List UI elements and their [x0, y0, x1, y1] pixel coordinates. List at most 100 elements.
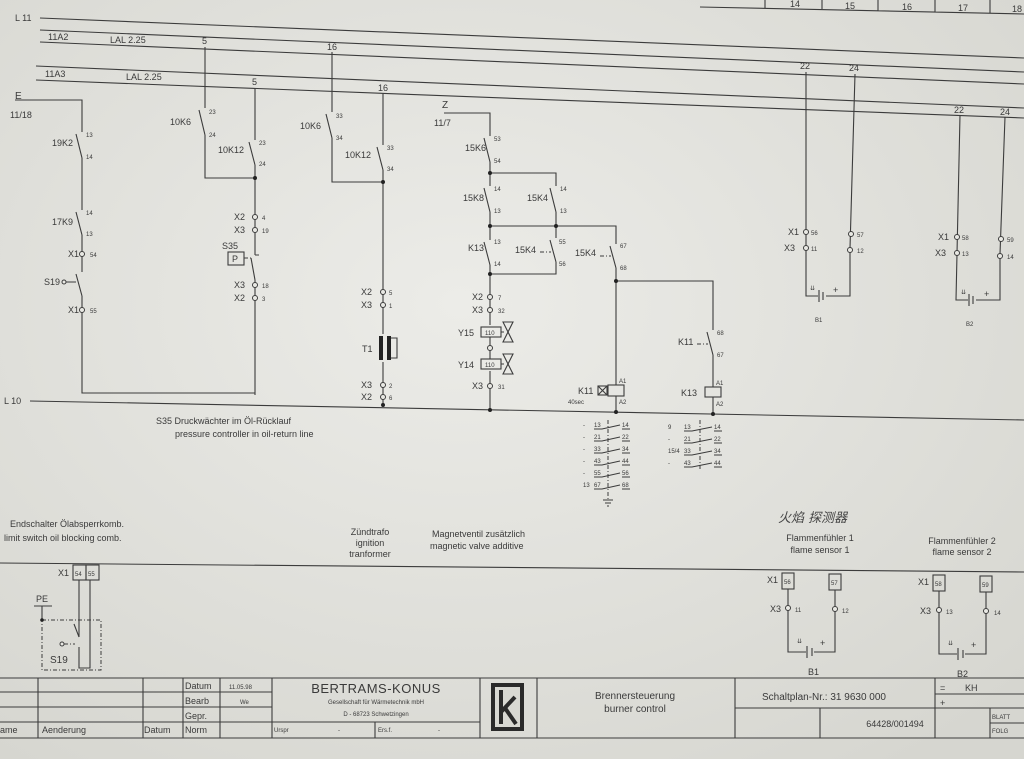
- contact-terminal-a: 21: [684, 437, 691, 443]
- terminal-label: 23: [259, 141, 266, 147]
- bus-tap-label: 24: [1000, 107, 1010, 117]
- terminal-strip-label: X2: [361, 287, 372, 297]
- transformer-t1-label: T1: [362, 344, 373, 354]
- company-logo: [491, 683, 524, 731]
- flame-sensor-2-detail: X1 58 59 X3 13 14 ⇊ + B2: [918, 574, 1001, 679]
- terminal-number: 1: [389, 304, 393, 310]
- terminal-number: 54: [90, 253, 97, 259]
- terminal-strip-label: X1: [918, 577, 929, 587]
- contact-symbol: [594, 484, 630, 490]
- urspr-label: Urspr: [274, 728, 289, 734]
- terminal-number: 3: [262, 297, 266, 303]
- datum-value: 11.05.98: [229, 685, 253, 691]
- light-arrows-icon: ⇊: [797, 638, 802, 645]
- gepr-label: Gepr.: [185, 711, 207, 721]
- company-address: D - 68723 Schwetzingen: [343, 712, 408, 718]
- terminal-number: 13: [962, 252, 969, 258]
- terminal-label: 55: [559, 240, 566, 246]
- terminal-number: 57: [831, 581, 838, 587]
- contact-ref: 15/4: [668, 449, 680, 455]
- terminal-label: 13: [560, 209, 567, 215]
- terminal-label: A2: [619, 400, 627, 406]
- terminal-number: 11: [795, 608, 802, 614]
- terminal-number: 5: [389, 291, 393, 297]
- terminal-number: 58: [962, 236, 969, 242]
- light-arrows-icon: ⇊: [810, 285, 815, 292]
- bus-tap-label: 5: [202, 36, 207, 46]
- relay-k13-coil-label: K13: [681, 388, 697, 398]
- terminal-number: 4: [262, 216, 266, 222]
- relay-k11-delay: 40sec: [568, 400, 584, 406]
- column-norm: Norm: [185, 725, 207, 735]
- circuit-5: 5 5 10K6 23 24 10K12 23 24 X2 4 X3 19 S3…: [170, 36, 269, 395]
- contact-ref: -: [583, 459, 585, 465]
- column-date: Datum: [144, 725, 171, 735]
- bus-tap-label: 22: [954, 105, 964, 115]
- following-sheet-label: FOLG: [992, 729, 1009, 735]
- terminal-strip-label: X3: [472, 381, 483, 391]
- contact-ref: -: [583, 447, 585, 453]
- plant-code: KH: [965, 683, 978, 693]
- column-18: 18: [1012, 4, 1022, 14]
- terminal-number: 32: [498, 309, 505, 315]
- contact-10k12-label: 10K12: [218, 145, 244, 155]
- note-s35-de: S35 Druckwächter im Öl-Rücklauf: [156, 416, 292, 426]
- terminal-number: 54: [75, 572, 82, 578]
- terminal-label: 68: [620, 266, 627, 272]
- contact-ref: -: [583, 471, 585, 477]
- sheet-label: BLATT: [992, 715, 1011, 721]
- terminal-strip-label: X3: [770, 604, 781, 614]
- contact-terminal-b: 34: [622, 447, 629, 453]
- contact-terminal-a: 21: [594, 435, 601, 441]
- terminal-strip-label: X3: [234, 280, 245, 290]
- terminal-label: A1: [716, 381, 724, 387]
- drawing-title-en: burner control: [604, 704, 666, 715]
- terminal-label: 68: [717, 331, 724, 337]
- contact-symbol: [684, 450, 722, 456]
- terminal-number: 7: [498, 296, 502, 302]
- terminal-number: 19: [262, 229, 269, 235]
- relay-k11-coil-label: K11: [578, 386, 593, 396]
- contact-terminal-b: 22: [622, 435, 629, 441]
- sheet-column-header: 14 15 16 17 18: [699, 0, 1024, 15]
- column-change: Aenderung: [42, 725, 86, 735]
- switch-s19-label: S19: [50, 655, 68, 666]
- note-ignition-de: Zündtrafo: [351, 527, 390, 537]
- section-divider: [0, 562, 1024, 573]
- light-arrows-icon: ⇊: [961, 289, 966, 296]
- terminal-strip-label: X1: [68, 249, 79, 259]
- datum-label: Datum: [185, 681, 212, 691]
- terminal-number: 59: [982, 583, 989, 589]
- bearb-value: We: [240, 700, 250, 706]
- handwritten-annotation: 火焰 探测器: [778, 511, 848, 526]
- terminal-label: 13: [494, 240, 501, 246]
- note-flame-sensor-1-de: Flammenfühler 1: [786, 533, 854, 543]
- contact-terminal-a: 43: [594, 459, 601, 465]
- company-name: BERTRAMS-KONUS: [311, 681, 441, 696]
- terminal-label: 54: [494, 159, 501, 165]
- flame-sensor-2-circuit: 22 24 X1 58 59 X3 13 14 ⇊ + B2: [935, 105, 1014, 328]
- note-valve-en: magnetic valve additive: [430, 541, 524, 551]
- contact-terminal-a: 55: [594, 471, 601, 477]
- contact-k13-label: K13: [468, 243, 484, 253]
- contact-terminal-b: 44: [622, 459, 629, 465]
- terminal-label: 14: [86, 211, 93, 217]
- contact-15k8-label: 15K8: [463, 193, 484, 203]
- terminal-strip-label: X3: [472, 305, 483, 315]
- column-17: 17: [958, 3, 968, 13]
- terminal-number: 14: [994, 611, 1001, 617]
- contact-terminal-a: 13: [594, 423, 601, 429]
- title-block: Datum 11.05.98 Bearb We Gepr. ame Aender…: [0, 677, 1024, 739]
- input-e-ref: 11/18: [10, 110, 32, 120]
- contact-ref: 13: [583, 483, 590, 489]
- terminal-label: 14: [560, 187, 567, 193]
- contact-19k2-label: 19K2: [52, 138, 73, 148]
- contact-terminal-a: 43: [684, 461, 691, 467]
